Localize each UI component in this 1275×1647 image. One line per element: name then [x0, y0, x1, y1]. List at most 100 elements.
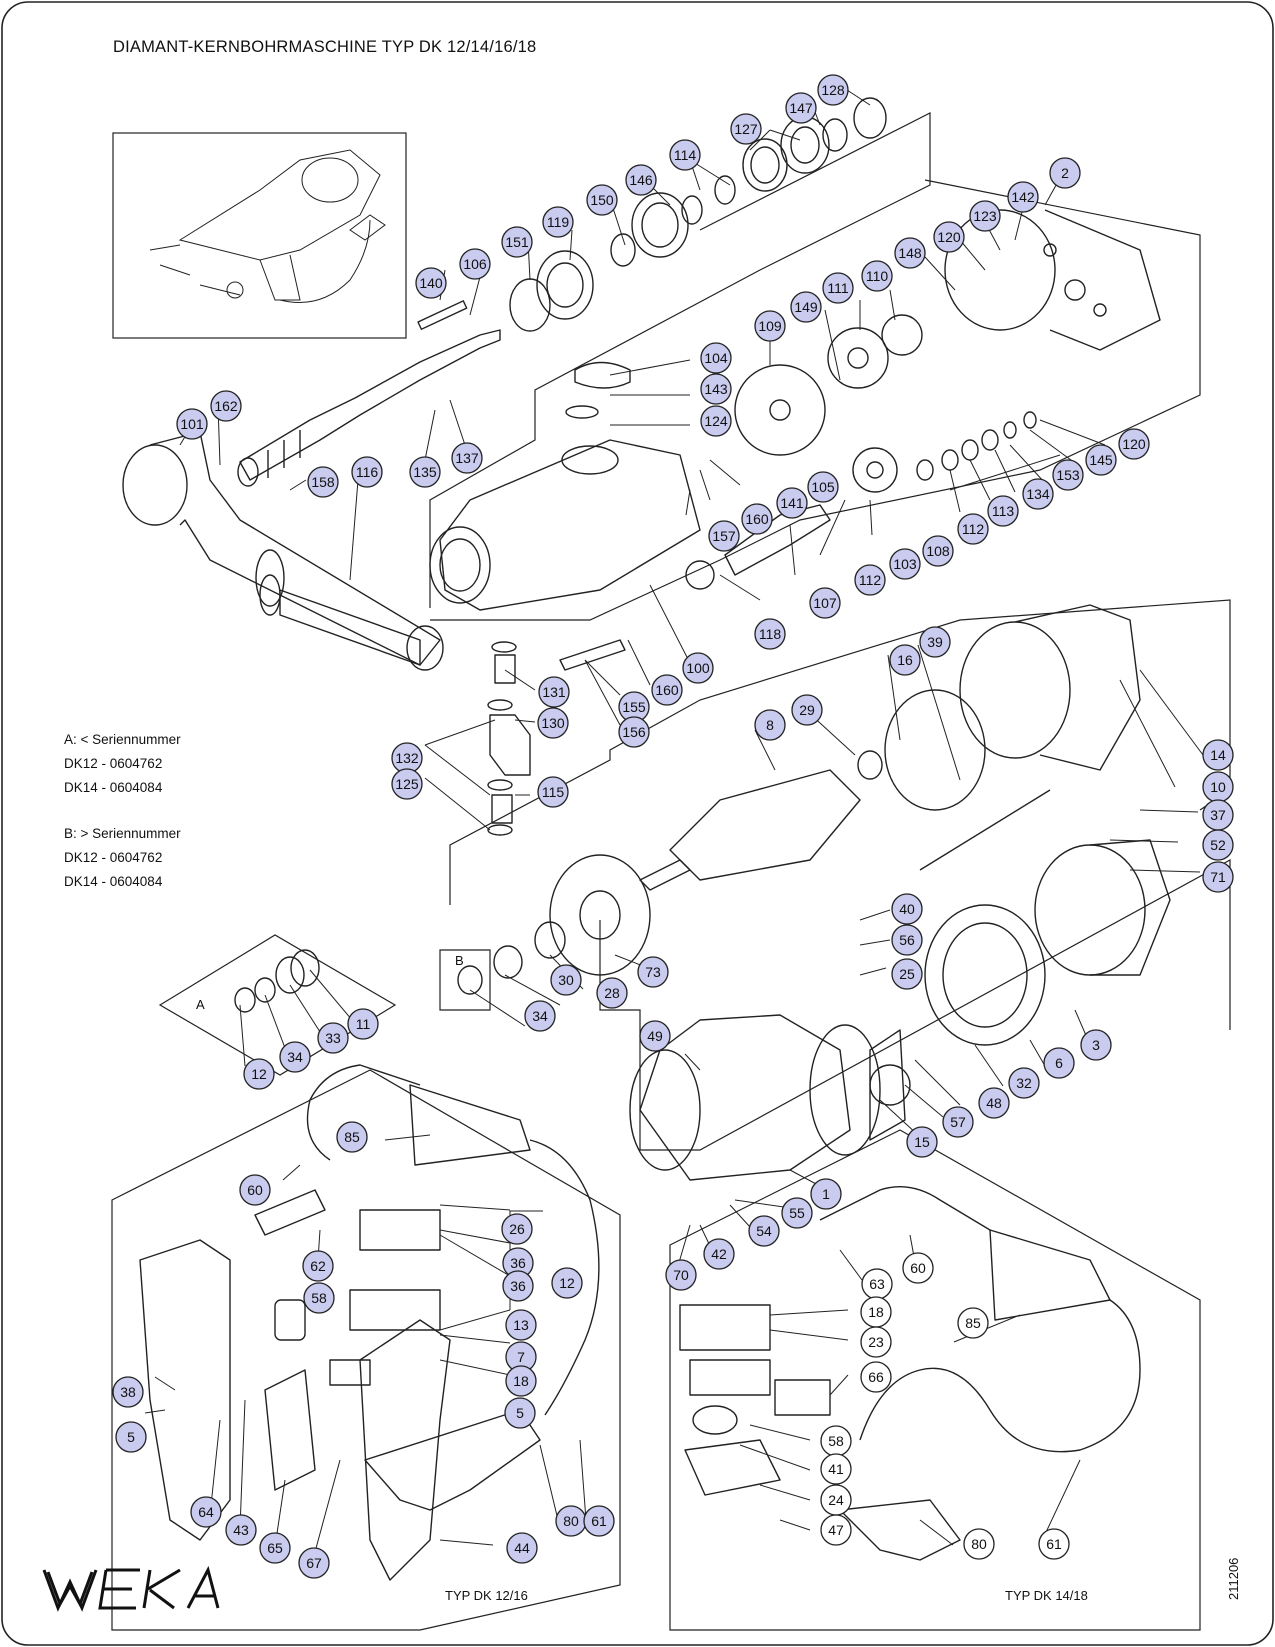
callout-bubble: [317, 1022, 349, 1054]
callout-number: 34: [287, 1049, 303, 1065]
callout-number: 134: [1026, 486, 1050, 502]
callout-bubble: [957, 513, 989, 545]
callout-bubble: [820, 1453, 852, 1485]
callout-number: 26: [509, 1221, 525, 1237]
part-callout-120: 120: [1118, 428, 1150, 460]
part-callout-137: 137: [451, 442, 483, 474]
part-callout-85: 85: [957, 1307, 989, 1339]
callout-number: 119: [547, 214, 570, 230]
part-callout-146: 146: [625, 164, 657, 196]
part-callout-64: 64: [190, 1496, 222, 1528]
part-callout-23: 23: [860, 1326, 892, 1358]
callout-number: 30: [558, 972, 574, 988]
callout-bubble: [307, 466, 339, 498]
overview-drill-sketch: [149, 149, 386, 303]
part-callout-24: 24: [820, 1484, 852, 1516]
callout-number: 23: [868, 1334, 884, 1350]
part-callout-42: 42: [703, 1238, 735, 1270]
callout-bubble: [1052, 459, 1084, 491]
callout-number: 151: [505, 234, 529, 250]
callout-bubble: [754, 618, 786, 650]
callout-number: 6: [1055, 1055, 1063, 1071]
part-callout-135: 135: [409, 456, 441, 488]
part-callout-140: 140: [415, 267, 447, 299]
callout-bubble: [708, 520, 740, 552]
part-callout-123: 123: [969, 200, 1001, 232]
callout-bubble: [894, 237, 926, 269]
callout-bubble: [978, 1087, 1010, 1119]
part-callout-112: 112: [957, 513, 989, 545]
callout-number: 105: [811, 479, 835, 495]
callout-bubble: [854, 564, 886, 596]
part-callout-124: 124: [700, 405, 732, 437]
callout-number: 12: [559, 1275, 575, 1291]
callout-number: 1: [822, 1186, 830, 1202]
callout-bubble: [415, 267, 447, 299]
part-callout-158: 158: [307, 466, 339, 498]
part-callout-1: 1: [810, 1178, 842, 1210]
callout-bubble: [809, 587, 841, 619]
part-callout-103: 103: [889, 548, 921, 580]
front-flange-101: [122, 431, 444, 671]
part-callout-157: 157: [708, 520, 740, 552]
callout-number: 148: [898, 245, 922, 261]
callout-bubble: [906, 1126, 938, 1158]
part-callout-65: 65: [259, 1532, 291, 1564]
callout-bubble: [700, 342, 732, 374]
callout-number: 146: [629, 172, 653, 188]
callout-number: 150: [590, 192, 614, 208]
callout-number: 3: [1092, 1037, 1100, 1053]
callout-number: 58: [828, 1433, 844, 1449]
callout-bubble: [302, 1250, 334, 1282]
callout-bubble: [538, 676, 570, 708]
part-callout-145: 145: [1085, 444, 1117, 476]
part-callout-143: 143: [700, 373, 732, 405]
callout-bubble: [501, 226, 533, 258]
part-callout-130: 130: [537, 707, 569, 739]
callout-number: 153: [1056, 467, 1080, 483]
part-callout-37: 37: [1202, 799, 1234, 831]
serial-note-a-header: A: < Seriennummer: [64, 732, 181, 747]
callout-number: 32: [1016, 1075, 1032, 1091]
part-callout-105: 105: [807, 471, 839, 503]
part-callout-128: 128: [817, 74, 849, 106]
part-callout-56: 56: [891, 924, 923, 956]
part-callout-28: 28: [596, 977, 628, 1009]
callout-bubble: [1022, 478, 1054, 510]
part-callout-8: 8: [754, 709, 786, 741]
part-callout-107: 107: [809, 587, 841, 619]
callout-number: 36: [510, 1255, 526, 1271]
callout-number: 131: [542, 684, 566, 700]
serial-note-a: A: < Seriennummer DK12 - 0604762 DK14 - …: [64, 728, 181, 800]
callout-bubble: [1038, 1528, 1070, 1560]
part-callout-58: 58: [820, 1425, 852, 1457]
callout-bubble: [1085, 444, 1117, 476]
part-callout-5: 5: [504, 1397, 536, 1429]
callout-bubble: [754, 310, 786, 342]
callout-number: 104: [704, 350, 728, 366]
part-callout-34: 34: [524, 1000, 556, 1032]
callout-bubble: [969, 200, 1001, 232]
callout-number: 116: [356, 464, 379, 480]
part-callout-147: 147: [785, 92, 817, 124]
callout-bubble: [902, 1252, 934, 1284]
callout-bubble: [639, 1020, 671, 1052]
callout-bubble: [861, 260, 893, 292]
callout-bubble: [781, 1197, 813, 1229]
panel-a: [158, 934, 397, 1076]
callout-number: 49: [647, 1028, 663, 1044]
callout-number: 115: [542, 784, 565, 800]
callout-bubble: [501, 1213, 533, 1245]
part-callout-119: 119: [542, 206, 574, 238]
part-callout-141: 141: [776, 487, 808, 519]
part-callout-155: 155: [618, 691, 650, 723]
part-callout-153: 153: [1052, 459, 1084, 491]
callout-number: 38: [120, 1384, 136, 1400]
part-callout-160: 160: [741, 503, 773, 535]
callout-number: 132: [395, 750, 419, 766]
callout-number: 54: [756, 1223, 772, 1239]
callout-number: 34: [532, 1008, 548, 1024]
part-callout-54: 54: [748, 1215, 780, 1247]
